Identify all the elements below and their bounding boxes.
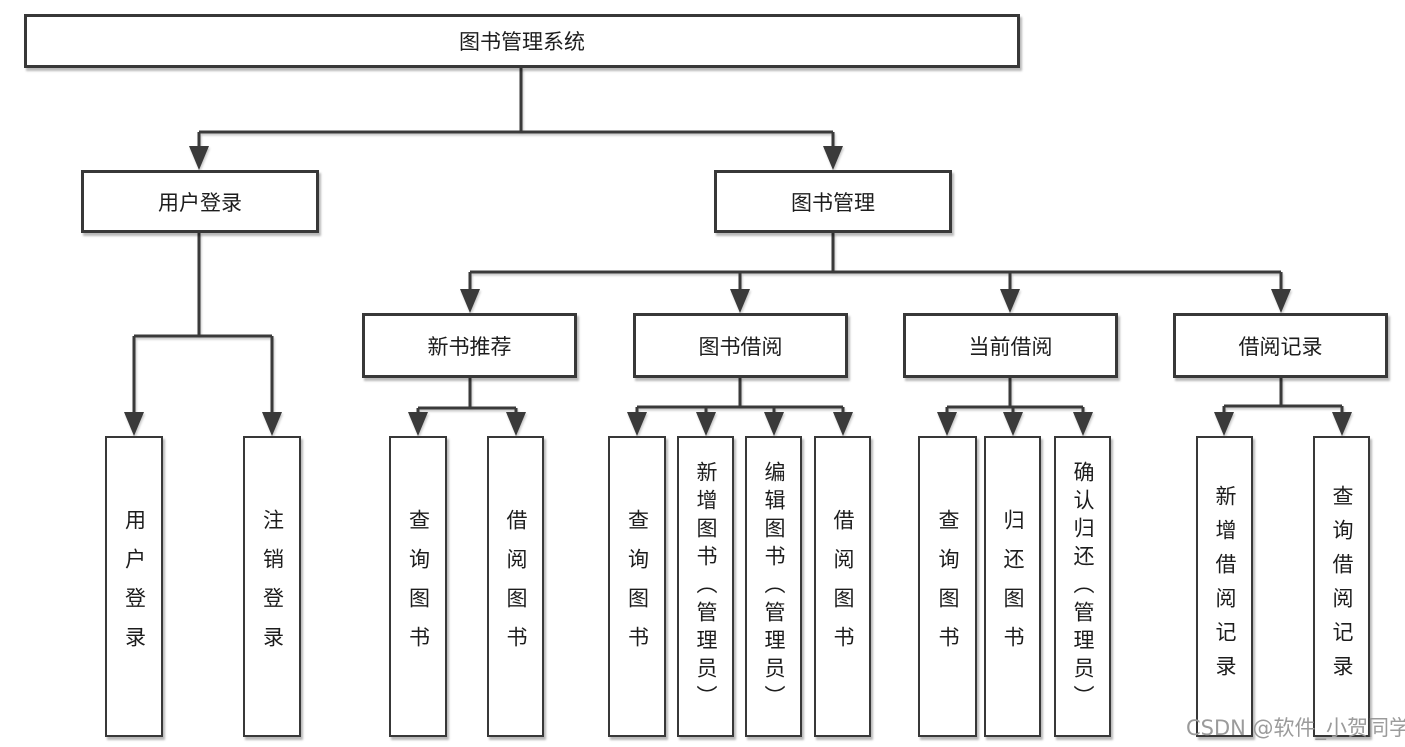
connector-borrow-records [1214,378,1352,436]
leaf-add-books-admin-label: 新增图书（管理员） [694,460,718,713]
leaf-recommend-borrow-books-label: 借阅图书 [504,508,528,665]
connector-new-book-recommend [408,378,526,436]
leaf-return-books: 归还图书 [984,436,1041,737]
leaf-recommend-query-books-label: 查询图书 [406,508,431,665]
leaf-add-borrow-record-label: 新增借阅记录 [1213,484,1237,689]
leaf-current-query-books-label: 查询图书 [936,508,960,665]
leaf-add-borrow-record: 新增借阅记录 [1196,436,1253,737]
leaf-user-login-label: 用户登录 [122,508,147,665]
leaf-logout-label: 注销登录 [260,508,285,665]
leaf-add-books-admin: 新增图书（管理员） [677,436,734,737]
leaf-borrow-query-books: 查询图书 [608,436,666,737]
leaf-recommend-query-books: 查询图书 [389,436,447,737]
leaf-recommend-borrow-books: 借阅图书 [487,436,544,737]
node-library-system: 图书管理系统 [24,14,1020,68]
leaf-query-borrow-record: 查询借阅记录 [1313,436,1370,737]
node-current-borrow-label: 当前借阅 [968,334,1053,359]
node-book-borrow-label: 图书借阅 [698,334,783,359]
leaf-current-query-books: 查询图书 [918,436,977,737]
node-borrow-records: 借阅记录 [1173,313,1388,378]
connector-book-borrow [627,378,853,436]
connector-root [189,68,843,170]
leaf-logout: 注销登录 [243,436,301,737]
node-library-system-label: 图书管理系统 [459,30,585,54]
leaf-borrow-books-label: 借阅图书 [831,508,855,665]
connector-current-borrow [937,378,1093,436]
leaf-confirm-return-admin: 确认归还（管理员） [1054,436,1111,737]
node-current-borrow: 当前借阅 [903,313,1118,378]
leaf-return-books-label: 归还图书 [1001,508,1025,665]
leaf-edit-books-admin: 编辑图书（管理员） [745,436,802,737]
leaf-confirm-return-admin-label: 确认归还（管理员） [1071,460,1095,713]
leaf-edit-books-admin-label: 编辑图书（管理员） [762,460,786,713]
node-user-login-label: 用户登录 [158,190,242,215]
leaf-borrow-books: 借阅图书 [814,436,871,737]
node-book-borrow: 图书借阅 [633,313,848,378]
node-book-management: 图书管理 [714,170,952,233]
node-borrow-records-label: 借阅记录 [1238,334,1323,359]
node-new-book-recommend-label: 新书推荐 [427,334,512,359]
connector-user-login [124,233,282,436]
leaf-query-borrow-record-label: 查询借阅记录 [1330,484,1354,689]
node-book-management-label: 图书管理 [791,190,875,215]
node-user-login: 用户登录 [81,170,319,233]
node-new-book-recommend: 新书推荐 [362,313,577,378]
leaf-borrow-query-books-label: 查询图书 [625,508,650,665]
connector-book-management [460,233,1291,313]
leaf-user-login: 用户登录 [105,436,163,737]
